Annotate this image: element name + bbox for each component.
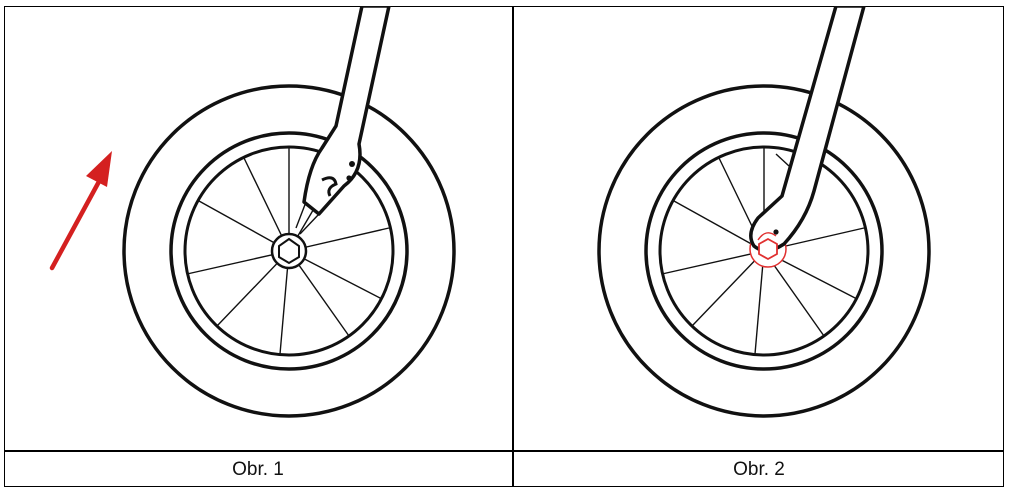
figure-table: Obr. 1 <box>4 6 1004 487</box>
table-border <box>4 6 1004 487</box>
figure-2-cell <box>514 6 1004 450</box>
figure-1-cell <box>4 6 512 450</box>
axle-nut <box>278 237 300 265</box>
figure-1-caption: Obr. 1 <box>232 458 284 480</box>
tire-inner <box>169 131 409 371</box>
column-divider <box>512 6 514 487</box>
fork-leg <box>749 6 866 253</box>
figure-2-caption: Obr. 2 <box>733 458 785 480</box>
fork-leg <box>295 6 391 235</box>
tire-outer <box>597 84 931 418</box>
row-divider <box>4 450 1004 452</box>
axle-nut-highlight-icon <box>758 237 778 261</box>
figure-2-illustration <box>597 6 931 418</box>
direction-arrow-icon <box>49 151 112 271</box>
figure-1-illustration <box>49 6 456 418</box>
tire-outer <box>122 84 456 418</box>
tire-inner <box>644 131 884 371</box>
